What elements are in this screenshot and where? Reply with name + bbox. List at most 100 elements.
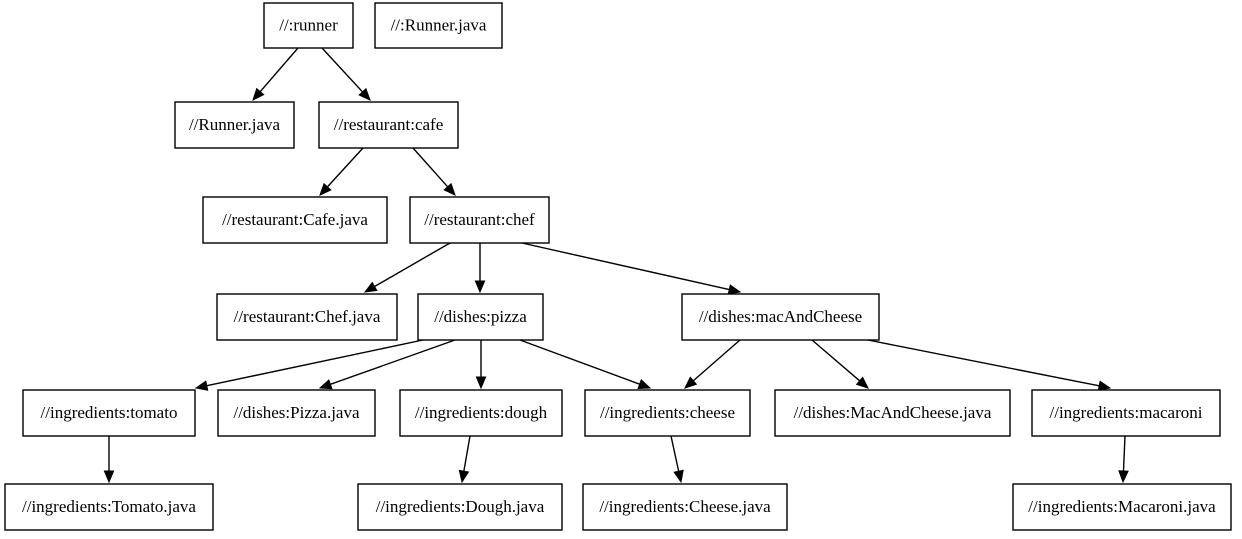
graph-edge [318, 339, 456, 390]
graph-node-chef_java[interactable]: //restaurant:Chef.java [216, 293, 398, 341]
graph-edge [521, 242, 742, 295]
graph-edge [474, 243, 486, 294]
graph-node-pizza_java[interactable]: //dishes:Pizza.java [217, 389, 376, 437]
edge-arrowhead [475, 376, 487, 390]
edge-line [670, 435, 680, 472]
graph-node-runner[interactable]: //:runner [263, 2, 354, 49]
edge-arrowhead [637, 378, 652, 390]
graph-node-macaroni_java[interactable]: //ingredients:Macaroni.java [1012, 483, 1232, 531]
node-box[interactable] [174, 101, 295, 149]
node-layer: //:runner //:Runner.java //Runner.java //re… [4, 2, 1232, 531]
node-box[interactable] [216, 293, 398, 341]
edge-line [330, 339, 456, 385]
edge-line [692, 339, 741, 382]
node-label: //dishes:macAndCheese [699, 307, 862, 326]
edge-arrowhead [318, 379, 333, 390]
graph-node-dishes_pizza[interactable]: //dishes:pizza [417, 293, 544, 341]
node-label: //ingredients:Dough.java [376, 497, 545, 516]
graph-node-ing_tomato[interactable]: //ingredients:tomato [22, 389, 196, 437]
graph-node-mac_java[interactable]: //dishes:MacAndCheese.java [774, 389, 1011, 437]
graph-node-root_runner_java[interactable]: //:Runner.java [374, 2, 503, 49]
node-label: //dishes:pizza [434, 307, 527, 326]
edge-arrowhead [1097, 380, 1112, 392]
graph-edge [458, 435, 471, 484]
graph-edge [319, 147, 364, 196]
node-box[interactable] [1031, 389, 1221, 437]
graph-edge [1118, 435, 1129, 484]
edge-arrowhead [194, 380, 209, 391]
node-box[interactable] [318, 101, 459, 149]
node-label: //restaurant:chef [424, 210, 535, 229]
edge-line [811, 339, 861, 382]
edge-arrowhead [363, 281, 378, 293]
node-label: //ingredients:dough [415, 403, 548, 422]
edge-arrowhead [319, 182, 332, 196]
edge-line [321, 47, 364, 93]
node-box[interactable] [217, 389, 376, 437]
node-label: //ingredients:cheese [600, 403, 735, 422]
graph-node-ing_macaroni[interactable]: //ingredients:macaroni [1031, 389, 1221, 437]
graph-node-restaurant_chef[interactable]: //restaurant:chef [409, 196, 550, 244]
graph-node-cheese_java[interactable]: //ingredients:Cheese.java [582, 483, 788, 531]
edge-line [1122, 435, 1126, 472]
node-box[interactable] [582, 483, 788, 531]
edge-arrowhead [1118, 470, 1129, 484]
edge-line [463, 435, 471, 472]
edge-arrowhead [855, 376, 869, 389]
node-label: //:Runner.java [391, 15, 487, 34]
graph-edge [519, 339, 652, 390]
edge-arrowhead [458, 469, 470, 484]
edge-arrowhead [673, 469, 684, 484]
graph-edge [252, 47, 299, 101]
node-label: //restaurant:cafe [334, 115, 444, 134]
node-label: //restaurant:Chef.java [234, 307, 381, 326]
node-box[interactable] [22, 389, 196, 437]
edge-line [521, 242, 730, 291]
node-label: //Runner.java [189, 115, 281, 134]
node-box[interactable] [263, 2, 354, 49]
node-box[interactable] [4, 483, 214, 531]
edge-line [374, 242, 451, 288]
edge-line [259, 47, 299, 93]
node-box[interactable] [409, 196, 550, 244]
node-box[interactable] [202, 196, 388, 244]
node-box[interactable] [357, 483, 563, 531]
edge-line [519, 339, 640, 385]
node-label: //dishes:Pizza.java [233, 403, 360, 422]
graph-edge [194, 339, 424, 391]
graph-edge [811, 339, 869, 389]
graph-node-dough_java[interactable]: //ingredients:Dough.java [357, 483, 563, 531]
node-label: //dishes:MacAndCheese.java [794, 403, 992, 422]
edge-layer [103, 47, 1129, 484]
graph-edge [412, 147, 456, 196]
graph-edge [321, 47, 371, 101]
node-box[interactable] [774, 389, 1011, 437]
graph-node-ing_cheese[interactable]: //ingredients:cheese [584, 389, 751, 437]
edge-line [326, 147, 364, 188]
graph-edge [363, 242, 451, 293]
graph-node-tomato_java[interactable]: //ingredients:Tomato.java [4, 483, 214, 531]
graph-edge [670, 435, 684, 484]
graph-node-cafe_java[interactable]: //restaurant:Cafe.java [202, 196, 388, 244]
node-label: //ingredients:Cheese.java [599, 497, 771, 516]
node-box[interactable] [681, 293, 880, 341]
node-box[interactable] [1012, 483, 1232, 531]
node-label: //ingredients:tomato [41, 403, 178, 422]
edge-arrowhead [443, 182, 456, 196]
edge-arrowhead [474, 280, 486, 294]
graph-node-restaurant_cafe[interactable]: //restaurant:cafe [318, 101, 459, 149]
graph-node-ing_dough[interactable]: //ingredients:dough [399, 389, 563, 437]
graph-node-dishes_mac[interactable]: //dishes:macAndCheese [681, 293, 880, 341]
node-box[interactable] [417, 293, 544, 341]
edge-line [206, 339, 424, 387]
node-box[interactable] [374, 2, 503, 49]
edge-line [867, 339, 1100, 387]
node-box[interactable] [399, 389, 563, 437]
edge-line [412, 147, 449, 188]
graph-edge [475, 340, 487, 390]
node-label: //:runner [279, 15, 338, 34]
node-box[interactable] [584, 389, 751, 437]
graph-node-runner_java[interactable]: //Runner.java [174, 101, 295, 149]
graph-edge [684, 339, 741, 389]
